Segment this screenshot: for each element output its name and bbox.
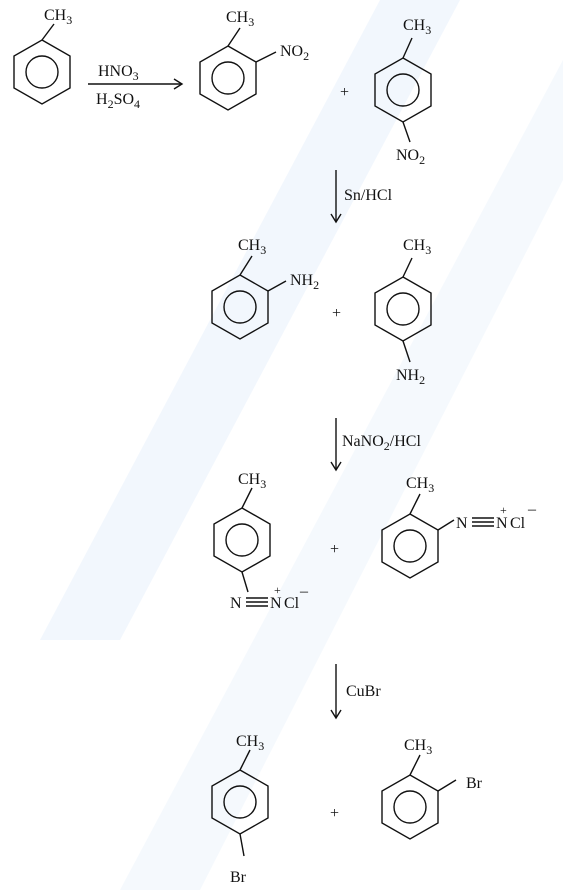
toluene-molecule: CH3: [13, 7, 72, 105]
p-toluidine-ch3-label: CH3: [403, 237, 431, 257]
toluene-ch3-label: CH3: [44, 7, 72, 27]
o-nitrotoluene-ch3-label: CH3: [226, 9, 254, 29]
p-diazonium-n-label: N: [230, 595, 242, 612]
p-nitrotoluene-no2-label: NO2: [396, 147, 425, 167]
reduction-arrow: Sn/HCl: [330, 170, 393, 224]
row4-plus: +: [330, 805, 339, 822]
o-toluidine-nh2-label: NH2: [290, 272, 319, 292]
o-nitrotoluene-molecule: CH3 NO2: [199, 9, 309, 111]
o-toluidine-ch3-label: CH3: [238, 237, 266, 257]
p-toluidine-nh2-label: NH2: [396, 367, 425, 387]
o-diazonium-cl-label: Cl: [510, 515, 526, 532]
nitration-reagent-top: HNO3: [98, 63, 139, 83]
p-diazonium-minus-charge: –: [299, 583, 309, 600]
o-diazonium-molecule: CH3 N N + Cl –: [381, 475, 537, 579]
diazotization-reagent: NaNO2/HCl: [342, 433, 421, 453]
p-nitrotoluene-molecule: CH3 NO2: [374, 17, 432, 167]
row1-plus: +: [340, 84, 349, 101]
sandmeyer-reagent: CuBr: [346, 683, 381, 700]
row3-plus: +: [330, 541, 339, 558]
p-diazonium-molecule: CH3 N N + Cl –: [213, 471, 309, 612]
o-nitrotoluene-no2-label: NO2: [280, 43, 309, 63]
o-diazonium-minus-charge: –: [527, 501, 537, 518]
p-nitrotoluene-ch3-label: CH3: [403, 17, 431, 37]
sandmeyer-arrow: CuBr: [330, 664, 381, 720]
o-diazonium-n-label: N: [456, 515, 468, 532]
p-bromotoluene-ch3-label: CH3: [236, 733, 264, 753]
o-diazonium-ch3-label: CH3: [406, 475, 434, 495]
p-diazonium-ch3-label: CH3: [238, 471, 266, 491]
o-toluidine-molecule: CH3 NH2: [211, 237, 319, 340]
nitration-reagent-bottom: H2SO4: [96, 91, 140, 111]
p-bromotoluene-br-label: Br: [230, 869, 247, 886]
o-diazonium-plus-charge: +: [500, 503, 507, 517]
p-bromotoluene-molecule: CH3 Br: [211, 733, 269, 886]
diazotization-arrow: NaNO2/HCl: [330, 418, 421, 472]
p-diazonium-cl-label: Cl: [284, 595, 300, 612]
o-bromotoluene-molecule: CH3 Br: [381, 737, 483, 840]
nitration-arrow: HNO3 H2SO4: [88, 63, 184, 111]
o-bromotoluene-ch3-label: CH3: [404, 737, 432, 757]
p-diazonium-nplus-label: N: [270, 595, 282, 612]
row2-plus: +: [332, 305, 341, 322]
o-diazonium-nplus-label: N: [496, 515, 508, 532]
p-diazonium-plus-charge: +: [274, 583, 281, 597]
reduction-reagent: Sn/HCl: [344, 187, 393, 204]
p-toluidine-molecule: CH3 NH2: [374, 237, 432, 387]
o-bromotoluene-br-label: Br: [466, 775, 483, 792]
